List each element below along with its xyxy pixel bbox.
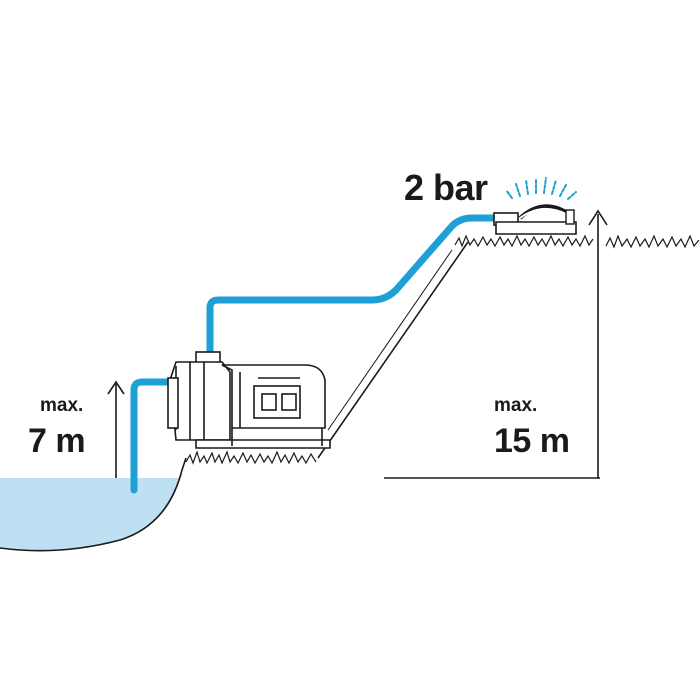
delivery-height-up-arrow-icon <box>384 209 608 479</box>
suction-max-label: max. <box>40 395 84 416</box>
pressure-label: 2 bar <box>404 167 488 208</box>
suction-height-label: 7 m <box>28 422 86 460</box>
suction-hose <box>130 378 176 494</box>
suction-height-up-arrow-icon <box>107 380 125 478</box>
water-source <box>0 478 180 551</box>
slope-line <box>317 241 469 459</box>
delivery-height-label: 15 m <box>494 422 570 460</box>
grass-tufts-icon <box>185 450 317 465</box>
garden-pump-icon <box>167 351 331 449</box>
delivery-hose <box>206 214 498 356</box>
delivery-max-label: max. <box>494 395 538 416</box>
grass-tufts-upper-icon <box>454 234 700 249</box>
lawn-sprinkler-icon <box>493 177 577 235</box>
pond-bank-line <box>0 457 187 552</box>
slope-line-inner <box>327 249 453 431</box>
